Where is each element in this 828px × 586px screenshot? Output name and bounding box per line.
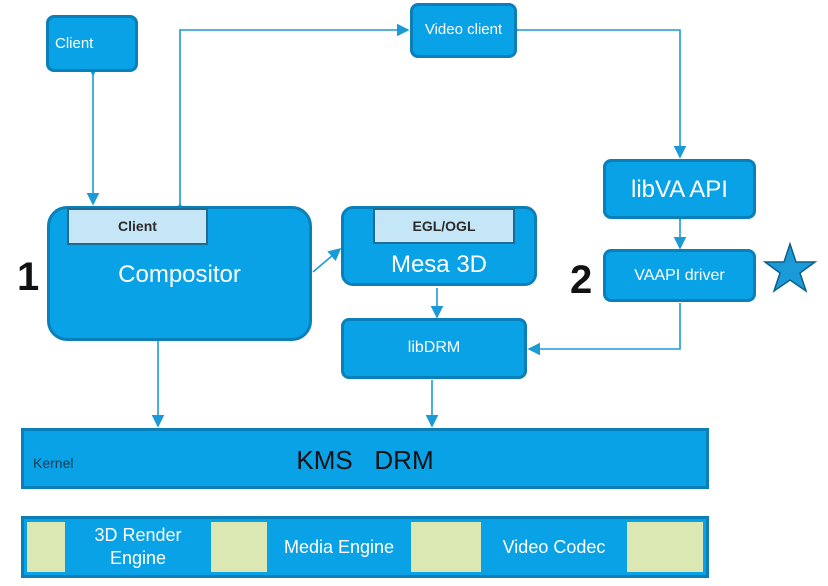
vaapi-driver-label: VAAPI driver: [634, 267, 725, 284]
compositor-label: Compositor: [118, 261, 241, 288]
compositor-client-tab: Client: [67, 208, 208, 245]
kernel-label: Kernel: [33, 455, 74, 471]
compositor-box: Compositor: [47, 206, 312, 341]
libdrm-label: libDRM: [407, 339, 461, 356]
video-client-box: Video client: [410, 3, 517, 58]
marker-two: 2: [570, 258, 593, 302]
arrow-vaapi-libdrm: [527, 303, 681, 356]
hw-3d-render-engine: 3D Render Engine: [68, 522, 208, 572]
libva-api-box: libVA API: [603, 159, 756, 219]
marker-one: 1: [17, 255, 40, 299]
star-icon: [762, 241, 818, 293]
mesa-3d-label: Mesa 3D: [390, 251, 488, 278]
hw-slot-2: [211, 522, 267, 572]
libva-api-label: libVA API: [631, 176, 728, 203]
hardware-bar: 3D Render Engine Media Engine Video Code…: [21, 516, 709, 578]
kms-drm-label: KMS DRM: [296, 445, 434, 475]
vaapi-driver-box: VAAPI driver: [603, 249, 756, 302]
arrow-compositor-videoclient: [173, 23, 410, 216]
client-box: Client: [46, 15, 138, 72]
arrow-compositor-mesa: [312, 247, 342, 273]
video-client-label: Video client: [424, 21, 503, 38]
kernel-bar: Kernel KMS DRM: [21, 428, 709, 489]
hw-video-codec: Video Codec: [484, 522, 624, 572]
client-label: Client: [55, 35, 94, 52]
hw-slot-1: [27, 522, 65, 572]
mesa-egl-tab: EGL/OGL: [373, 208, 515, 244]
libdrm-box: libDRM: [341, 318, 527, 379]
hw-slot-3: [411, 522, 481, 572]
hw-media-engine: Media Engine: [270, 522, 408, 572]
arrow-videoclient-libva: [506, 23, 687, 159]
hw-slot-4: [627, 522, 703, 572]
